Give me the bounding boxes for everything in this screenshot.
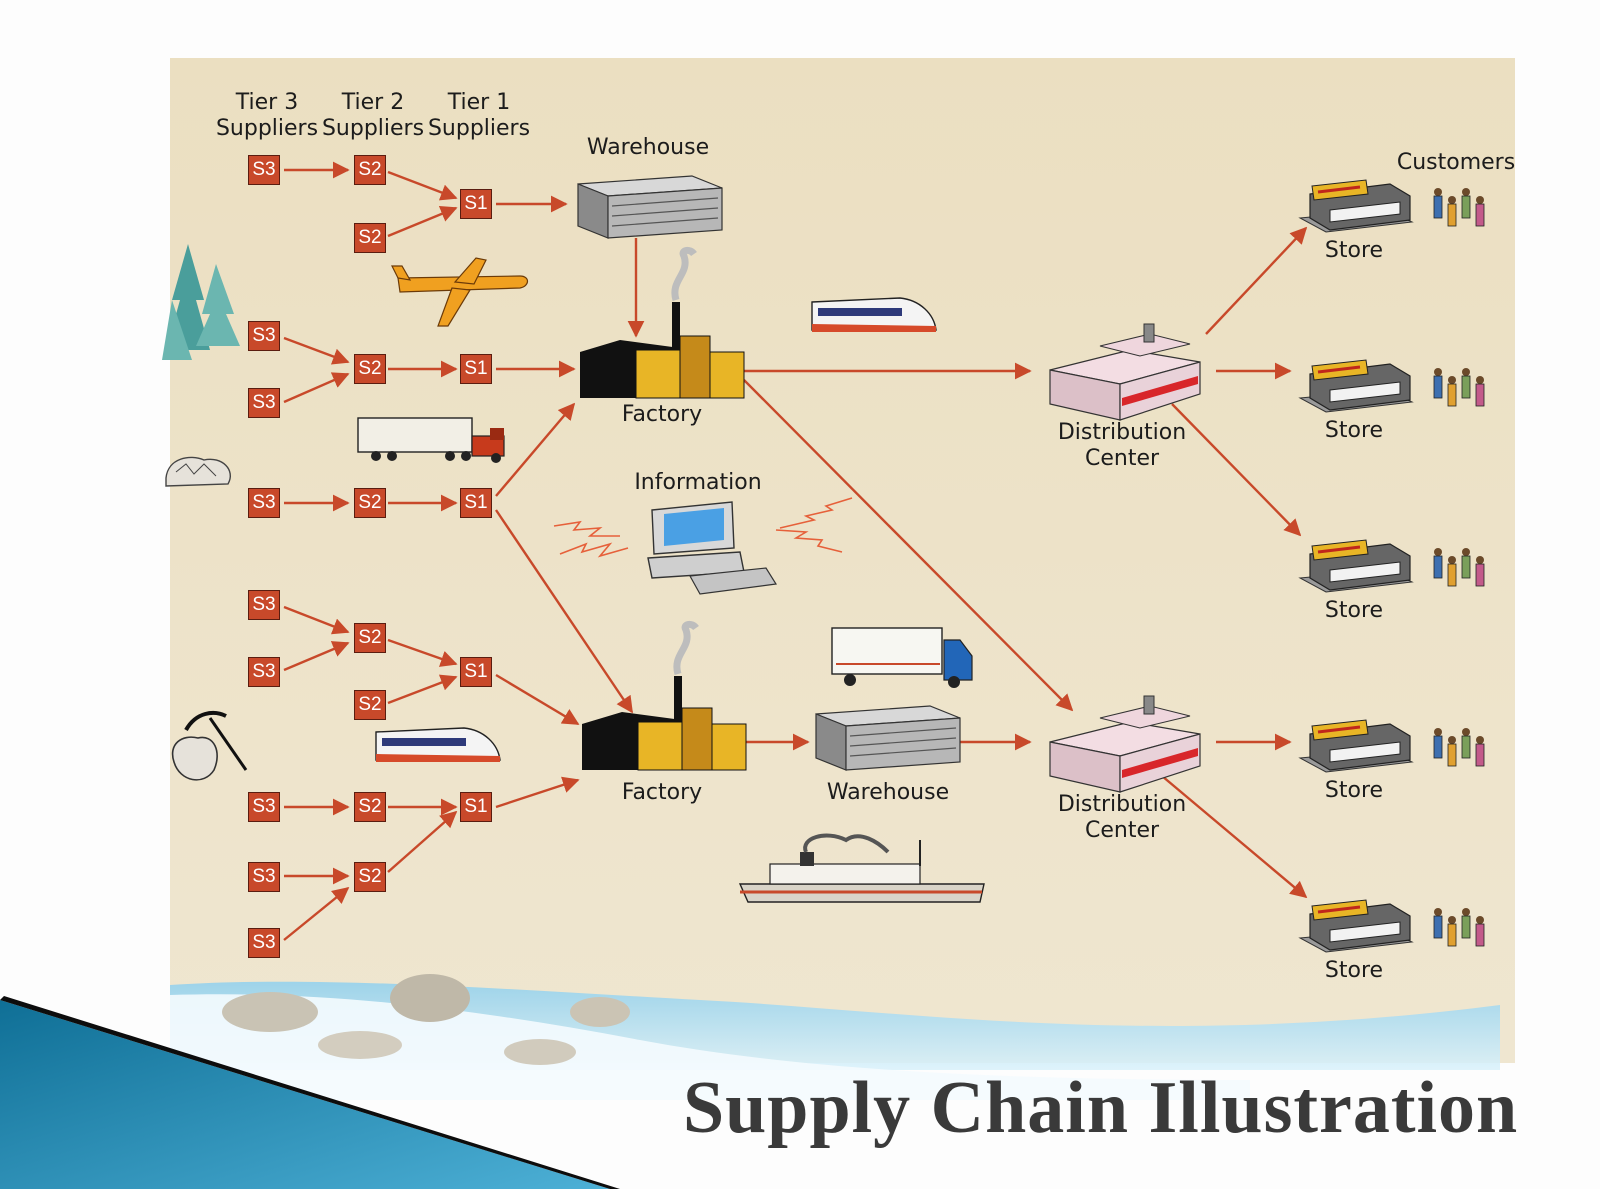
customers-icon xyxy=(1433,188,1485,227)
tier2-supplier-box: S2 xyxy=(354,690,386,720)
truck-icon xyxy=(357,417,505,463)
tier3-title: Tier 3 xyxy=(235,90,299,115)
store-label: Store xyxy=(1324,778,1384,803)
tier1-supplier-box: S1 xyxy=(460,792,492,822)
distribution-center-label: Distribution Center xyxy=(1058,792,1186,844)
tier1-supplier-box: S1 xyxy=(460,354,492,384)
slide-title: Supply Chain Illustration xyxy=(683,1067,1519,1149)
tree-icon xyxy=(162,244,240,360)
tier3-supplier-box: S3 xyxy=(248,155,280,185)
tier2-title: Tier 2 xyxy=(341,90,405,115)
tier3-supplier-box: S3 xyxy=(248,321,280,351)
tier1-supplier-box: S1 xyxy=(460,189,492,219)
tier3-supplier-box: S3 xyxy=(248,590,280,620)
store-label: Store xyxy=(1324,598,1384,623)
tier1-supplier-box: S1 xyxy=(460,657,492,687)
distribution-center-icon xyxy=(1049,695,1201,793)
customers-icon xyxy=(1433,728,1485,767)
tier2-supplier-box: S2 xyxy=(354,862,386,892)
store-icon xyxy=(1298,719,1414,773)
customers-icon xyxy=(1433,368,1485,407)
tier2-supplier-box: S2 xyxy=(354,792,386,822)
rock-icon xyxy=(165,456,231,487)
truck-icon xyxy=(831,627,973,688)
tier3-subtitle: Suppliers xyxy=(215,116,319,141)
tier2-supplier-box: S2 xyxy=(354,155,386,185)
flow-arrows xyxy=(283,161,1308,941)
customers-label: Customers xyxy=(1396,150,1516,175)
train-icon xyxy=(375,727,501,762)
factory-label: Factory xyxy=(621,402,703,427)
tier1-supplier-box: S1 xyxy=(460,488,492,518)
tier3-supplier-box: S3 xyxy=(248,388,280,418)
store-icon xyxy=(1298,539,1414,593)
tier3-supplier-box: S3 xyxy=(248,657,280,687)
warehouse-label: Warehouse xyxy=(826,780,950,805)
corner-decoration xyxy=(0,996,620,1189)
tier3-heading: Tier 3 Suppliers xyxy=(216,90,318,142)
pickaxe-icon xyxy=(171,711,248,781)
distribution-center-line1: Distribution xyxy=(1057,792,1187,817)
tier1-subtitle: Suppliers xyxy=(427,116,531,141)
tier2-supplier-box: S2 xyxy=(354,488,386,518)
tier2-supplier-box: S2 xyxy=(354,623,386,653)
shoreline-decoration xyxy=(170,974,1500,1100)
tier2-supplier-box: S2 xyxy=(354,354,386,384)
tier3-supplier-box: S3 xyxy=(248,792,280,822)
tier1-title: Tier 1 xyxy=(447,90,511,115)
factory-icon xyxy=(582,620,747,771)
tier2-supplier-box: S2 xyxy=(354,223,386,253)
customers-icon xyxy=(1433,548,1485,587)
distribution-center-icon xyxy=(1049,323,1201,421)
tier1-heading: Tier 1 Suppliers xyxy=(428,90,530,142)
store-label: Store xyxy=(1324,238,1384,263)
distribution-center-line2: Center xyxy=(1084,446,1160,471)
factory-label: Factory xyxy=(621,780,703,805)
warehouse-label: Warehouse xyxy=(586,135,710,160)
store-label: Store xyxy=(1324,418,1384,443)
ship-icon xyxy=(738,833,985,903)
store-icon xyxy=(1298,359,1414,413)
tier2-subtitle: Suppliers xyxy=(321,116,425,141)
information-label: Information xyxy=(634,470,762,495)
store-icon xyxy=(1298,179,1414,233)
distribution-center-line1: Distribution xyxy=(1057,420,1187,445)
factory-icon xyxy=(580,246,745,399)
warehouse-icon xyxy=(577,175,723,239)
tier2-heading: Tier 2 Suppliers xyxy=(322,90,424,142)
store-icon xyxy=(1298,899,1414,953)
computer-icon xyxy=(553,497,853,595)
tier3-supplier-box: S3 xyxy=(248,488,280,518)
warehouse-icon xyxy=(815,705,961,771)
tier3-supplier-box: S3 xyxy=(248,928,280,958)
airplane-icon xyxy=(391,257,529,327)
train-icon xyxy=(811,297,937,332)
distribution-center-label: Distribution Center xyxy=(1058,420,1186,472)
tier3-supplier-box: S3 xyxy=(248,862,280,892)
store-label: Store xyxy=(1324,958,1384,983)
customers-icon xyxy=(1433,908,1485,947)
distribution-center-line2: Center xyxy=(1084,818,1160,843)
